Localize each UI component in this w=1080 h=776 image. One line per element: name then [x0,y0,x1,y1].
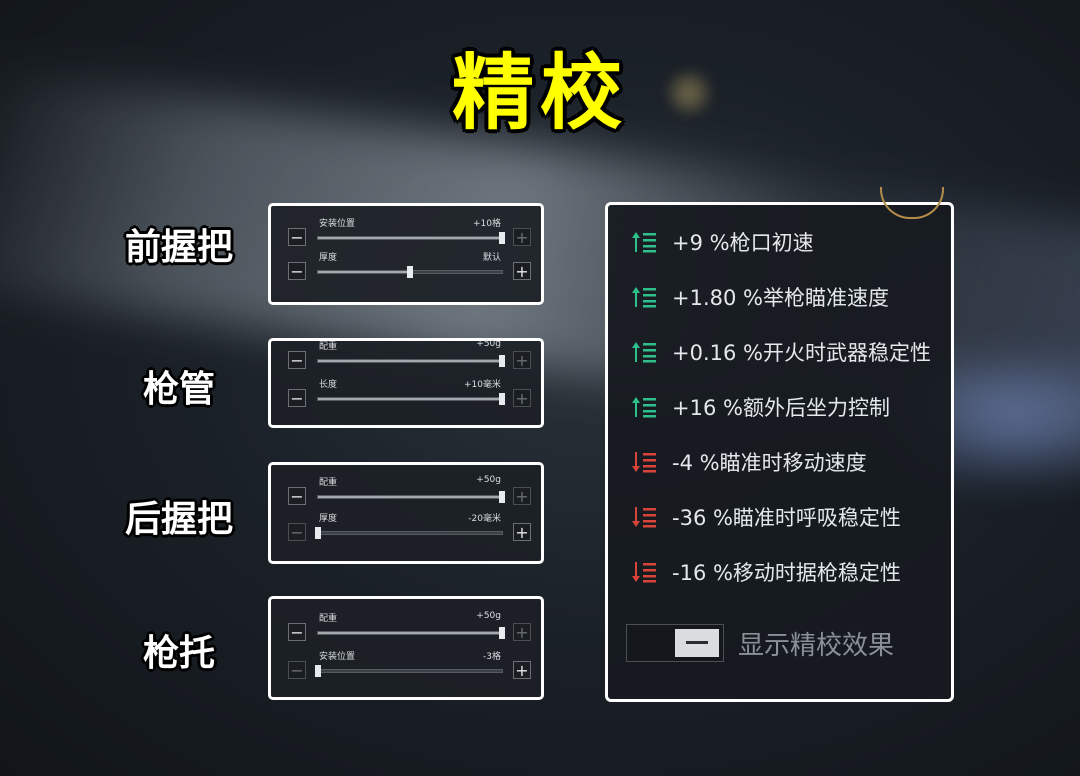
slider-fill [318,271,410,273]
slider-handle[interactable] [499,393,505,405]
adjust-value: -20毫米 [468,514,501,524]
increase-button[interactable]: + [513,228,531,246]
adjust-slider[interactable] [317,232,505,244]
decrease-stat-icon [632,507,656,528]
decrease-button[interactable]: − [288,623,306,641]
adjust-label: 配重 [319,478,338,488]
effect-text: -16 %移动时据枪稳定性 [672,561,901,585]
adjust-value: 默认 [482,253,501,263]
increase-button[interactable]: + [513,623,531,641]
adjust-label: 安装位置 [319,652,356,662]
adjust-value: +50g [476,339,501,349]
adjust-label: 厚度 [319,253,338,263]
adjust-row: 配重 +50g − + [271,475,541,515]
adjust-slider[interactable] [315,527,503,539]
increase-button[interactable]: + [513,389,531,407]
effect-item: -4 %瞄准时移动速度 [632,445,952,479]
decrease-button[interactable]: − [288,487,306,505]
decorative-arc [880,187,944,219]
toggle-knob[interactable] [675,629,719,657]
adjust-label: 安装位置 [319,219,356,229]
effect-text: +1.80 %举枪瞄准速度 [672,286,889,310]
effect-item: -16 %移动时据枪稳定性 [632,555,952,589]
slider-handle[interactable] [499,355,505,367]
adjust-label: 长度 [319,380,338,390]
increase-stat-icon [632,287,656,308]
adjust-value: +10毫米 [464,380,501,390]
adjust-row: 厚度 默认 − + [271,250,541,290]
slider-handle[interactable] [315,527,321,539]
slider-handle[interactable] [315,665,321,677]
decrease-button[interactable]: − [288,523,306,541]
effect-item: +0.16 %开火时武器稳定性 [632,335,952,369]
effect-item: +16 %额外后坐力控制 [632,390,952,424]
decrease-button[interactable]: − [288,228,306,246]
decrease-button[interactable]: − [288,389,306,407]
slider-handle[interactable] [499,627,505,639]
effect-text: -36 %瞄准时呼吸稳定性 [672,506,901,530]
adjust-label: 配重 [319,614,338,624]
increase-button[interactable]: + [513,523,531,541]
panel-stock: 配重 +50g − + 安装位置 -3格 − + [268,596,544,700]
decrease-button[interactable]: − [288,661,306,679]
effect-text: +9 %枪口初速 [672,231,814,255]
increase-stat-icon [632,397,656,418]
adjust-row: 配重 +50g − + [271,339,541,379]
effect-text: +16 %额外后坐力控制 [672,396,890,420]
decrease-button[interactable]: − [288,262,306,280]
decrease-stat-icon [632,562,656,583]
effect-item: +1.80 %举枪瞄准速度 [632,280,952,314]
show-effects-toggle[interactable] [626,624,724,662]
increase-button[interactable]: + [513,351,531,369]
adjust-value: +50g [476,611,501,621]
adjust-slider[interactable] [317,355,505,367]
section-label-stock: 枪托 [142,633,215,674]
adjust-value: +50g [476,475,501,485]
decrease-stat-icon [632,452,656,473]
adjust-row: 长度 +10毫米 − + [271,377,541,417]
effect-text: -4 %瞄准时移动速度 [672,451,867,475]
adjust-slider[interactable] [317,393,505,405]
decrease-button[interactable]: − [288,351,306,369]
section-label-front-grip: 前握把 [124,227,233,268]
background-coin-blur [668,72,710,114]
slider-fill [318,237,502,239]
section-label-rear-grip: 后握把 [124,499,233,540]
slider-fill [318,496,502,498]
effects-panel: +9 %枪口初速 +1.80 %举枪瞄准速度 +0.16 %开火时武器稳定性 +16 … [605,187,954,702]
adjust-slider[interactable] [317,491,505,503]
page-title: 精校 [451,46,628,141]
slider-fill [318,360,502,362]
adjust-label: 厚度 [319,514,338,524]
adjust-value: -3格 [483,652,501,662]
increase-stat-icon [632,232,656,253]
adjust-value: +10格 [473,219,501,229]
panel-rear-grip: 配重 +50g − + 厚度 -20毫米 − + [268,462,544,564]
panel-barrel: 配重 +50g − + 长度 +10毫米 − + [268,338,544,428]
panel-front-grip: 安装位置 +10格 − + 厚度 默认 − + [268,203,544,305]
adjust-row: 配重 +50g − + [271,611,541,651]
adjust-slider[interactable] [315,665,503,677]
effect-item: +9 %枪口初速 [632,225,952,259]
adjust-label: 配重 [319,342,338,352]
adjust-row: 厚度 -20毫米 − + [271,511,541,551]
show-effects-label: 显示精校效果 [738,631,895,661]
adjust-row: 安装位置 -3格 − + [271,649,541,689]
adjust-row: 安装位置 +10格 − + [271,216,541,256]
slider-fill [318,632,502,634]
adjust-slider[interactable] [317,266,503,278]
adjust-slider[interactable] [317,627,505,639]
increase-stat-icon [632,342,656,363]
slider-handle[interactable] [499,232,505,244]
slider-handle[interactable] [407,266,413,278]
increase-button[interactable]: + [513,487,531,505]
section-label-barrel: 枪管 [142,369,215,410]
effect-item: -36 %瞄准时呼吸稳定性 [632,500,952,534]
effect-text: +0.16 %开火时武器稳定性 [672,341,931,365]
slider-fill [318,398,502,400]
increase-button[interactable]: + [513,661,531,679]
slider-handle[interactable] [499,491,505,503]
increase-button[interactable]: + [513,262,531,280]
